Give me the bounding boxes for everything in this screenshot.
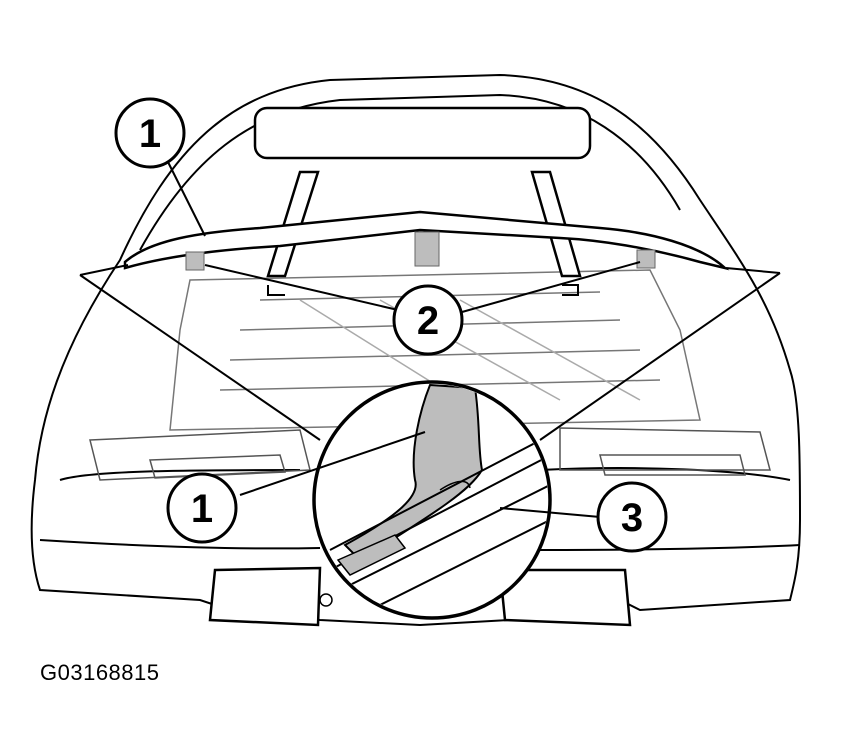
lens-pointer-lines	[79, 264, 781, 441]
callout-detail-left: 1	[166, 472, 238, 544]
spoiler	[123, 210, 730, 271]
callout-label: 2	[417, 299, 439, 343]
brake-light	[253, 106, 592, 160]
callout-detail-right: 3	[596, 481, 668, 553]
callout-label: 1	[139, 112, 161, 156]
rear-trim	[89, 427, 771, 481]
detail-lens	[312, 380, 552, 620]
figure-id: G03168815	[40, 660, 160, 685]
callout-center: 2	[392, 284, 464, 356]
leader-lines	[167, 161, 641, 518]
car-body-outline	[30, 73, 802, 627]
callout-label: 3	[621, 496, 643, 540]
strut-brackets	[267, 284, 579, 296]
callout-label: 1	[191, 487, 213, 531]
exhaust-tips	[208, 566, 632, 627]
spoiler-mounts	[185, 231, 656, 271]
callout-top-left: 1	[114, 97, 186, 169]
tow-eye	[319, 593, 333, 607]
